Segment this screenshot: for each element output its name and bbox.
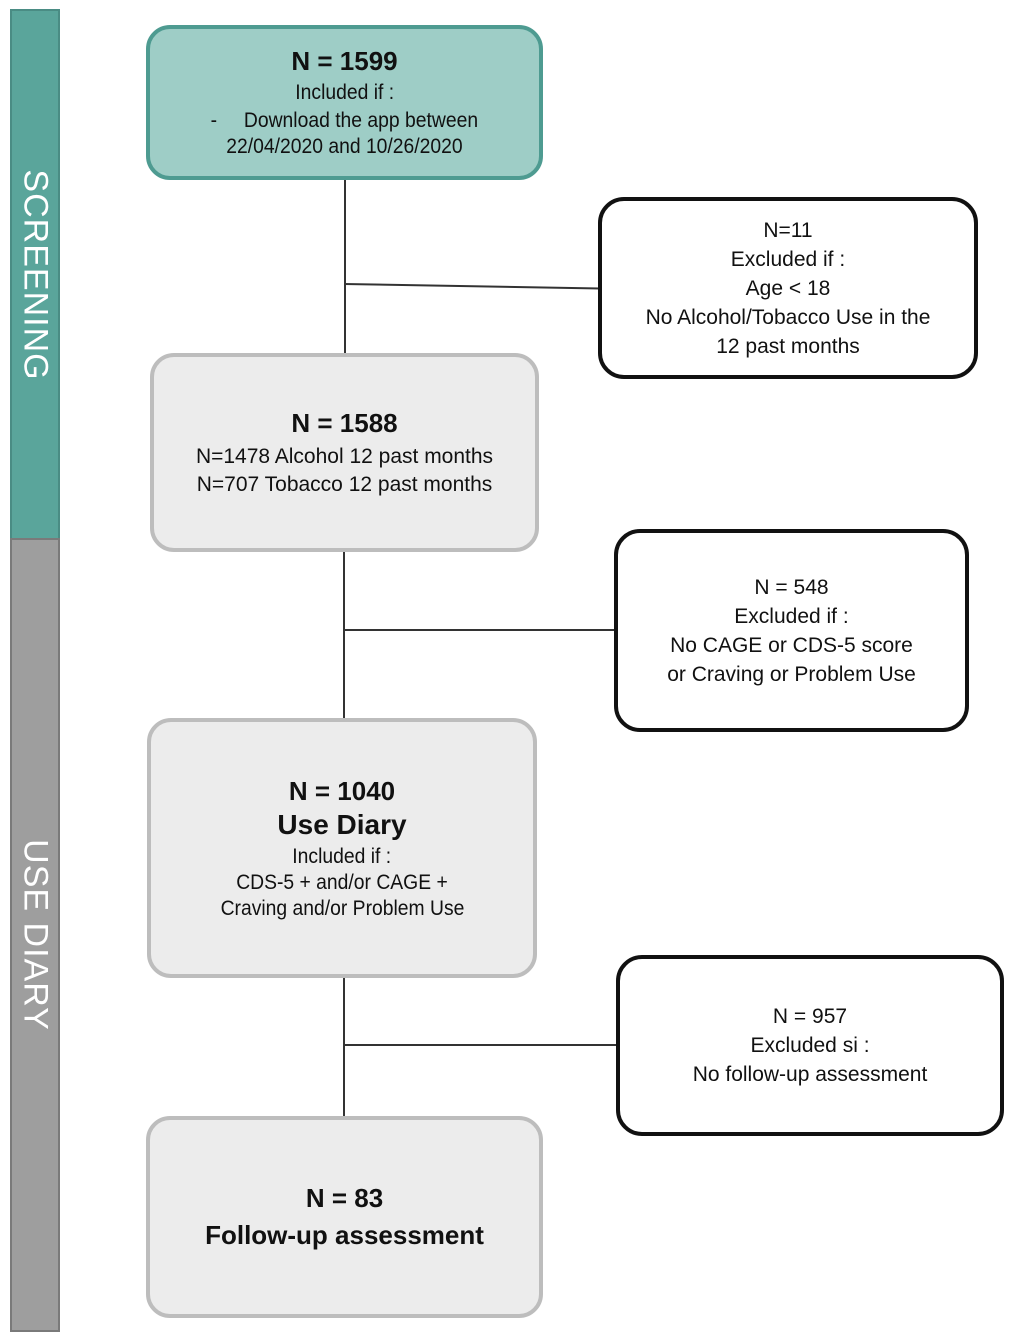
screening-phase-label: SCREENING [16, 168, 55, 381]
score-exclusion-condition-label: Excluded if : [734, 604, 849, 628]
age-exclusion-line1: Age < 18 [745, 276, 831, 300]
score-exclusion-box: N = 548 Excluded if : No CAGE or CDS-5 s… [614, 529, 969, 732]
connector-trunk-1 [344, 178, 346, 356]
followup-exclusion-line1: No follow-up assessment [692, 1063, 928, 1086]
use-diary-criterion-line2: Craving and/or Problem Use [220, 896, 464, 920]
score-exclusion-line1: No CAGE or CDS-5 score [670, 633, 913, 657]
followup-title: Follow-up assessment [205, 1220, 484, 1250]
use-diary-title: Use Diary [277, 808, 407, 840]
screened-participants-box: N = 1588 N=1478 Alcohol 12 past months N… [150, 353, 539, 552]
download-criterion-line2: 22/04/2020 and 10/26/2020 [226, 135, 463, 158]
age-exclusion-box: N=11 Excluded if : Age < 18 No Alcohol/T… [598, 197, 978, 379]
connector-trunk-3 [343, 976, 345, 1117]
followup-exclusion-box: N = 957 Excluded si : No follow-up asses… [616, 955, 1004, 1136]
followup-exclusion-condition-label: Excluded si : [750, 1034, 870, 1057]
download-criterion-line1: - Download the app between [210, 109, 479, 132]
use-diary-criterion-line1: CDS-5 + and/or CAGE + [236, 870, 448, 894]
screened-alcohol-line: N=1478 Alcohol 12 past months [195, 445, 494, 468]
connector-trunk-2 [343, 551, 345, 721]
connector-branch-3 [343, 1044, 618, 1046]
screened-tobacco-line: N=707 Tobacco 12 past months [196, 473, 493, 496]
followup-count: N = 83 [305, 1183, 384, 1213]
use-diary-condition-label: Included if : [292, 844, 392, 868]
use-diary-phase-label: USE DIARY [16, 839, 55, 1031]
age-exclusion-count: N=11 [763, 218, 813, 242]
use-diary-count: N = 1040 [288, 775, 396, 806]
followup-assessment-box: N = 83 Follow-up assessment [146, 1116, 543, 1318]
screening-phase-band: SCREENING [10, 9, 60, 540]
download-inclusion-box: N = 1599 Included if : - Download the ap… [146, 25, 543, 180]
age-exclusion-condition-label: Excluded if : [730, 247, 846, 271]
screened-count: N = 1588 [291, 408, 398, 438]
use-diary-box: N = 1040 Use Diary Included if : CDS-5 +… [147, 718, 537, 978]
connector-branch-1 [343, 283, 600, 290]
age-exclusion-line3: 12 past months [716, 334, 860, 358]
use-diary-phase-band: USE DIARY [10, 538, 60, 1332]
score-exclusion-line2: or Craving or Problem Use [667, 662, 916, 686]
download-count: N = 1599 [291, 46, 398, 76]
score-exclusion-count: N = 548 [754, 575, 829, 599]
age-exclusion-line2: No Alcohol/Tobacco Use in the [645, 305, 931, 329]
download-condition-label: Included if : [295, 81, 394, 104]
connector-branch-2 [343, 629, 616, 631]
followup-exclusion-count: N = 957 [772, 1005, 848, 1028]
